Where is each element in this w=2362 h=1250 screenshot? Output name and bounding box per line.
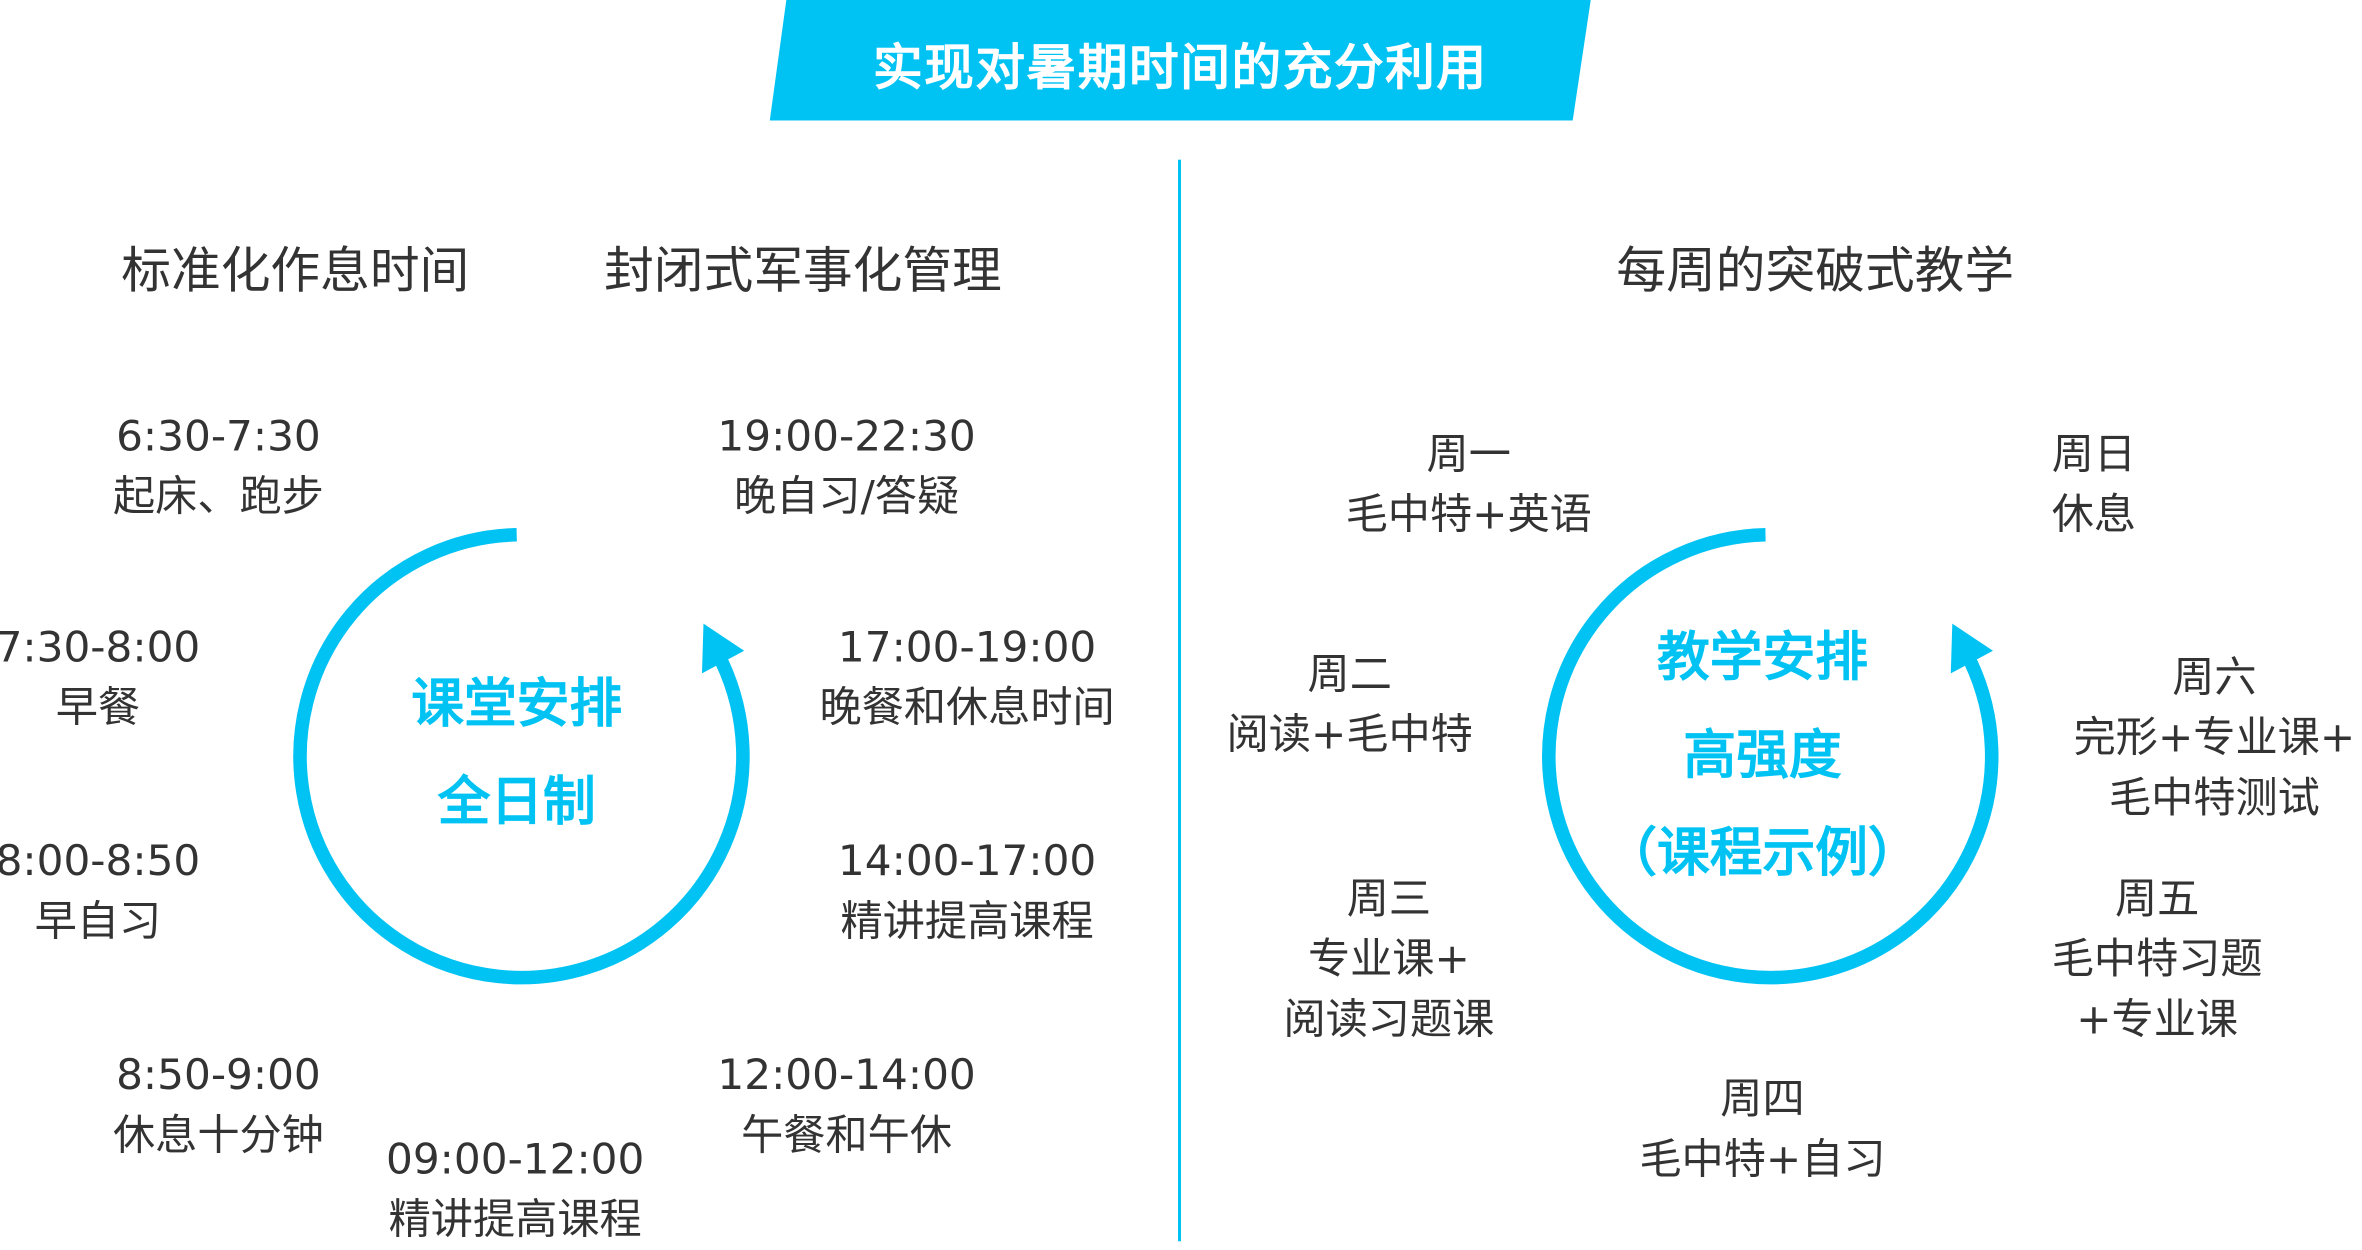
banner-title: 实现对暑期时间的充分利用 [872, 37, 1488, 97]
right-cycle-arrow [1542, 527, 1999, 985]
schedule-activity: 精讲提高课程 [840, 896, 1094, 947]
heading-standard-schedule: 标准化作息时间 [121, 241, 470, 300]
day-label: 周六 [2172, 652, 2257, 702]
day-item-friday: 周五毛中特习题 +专业课 [2052, 869, 2263, 1050]
schedule-item: 14:00-17:00 精讲提高课程 [838, 832, 1096, 953]
banner-shape [769, 0, 1591, 121]
day-label: 周日 [2051, 429, 2137, 480]
schedule-time: 6:30-7:30 [116, 411, 321, 461]
schedule-activity: 精讲提高课程 [388, 1194, 642, 1245]
day-item-monday: 周一毛中特+英语 [1346, 425, 1592, 546]
left-cycle-arrow [293, 527, 750, 985]
schedule-time: 8:00-8:50 [0, 836, 201, 886]
schedule-time: 19:00-22:30 [717, 411, 976, 461]
day-item-sunday: 周日休息 [2052, 425, 2136, 546]
title-banner: 实现对暑期时间的充分利用 [769, 0, 1591, 121]
day-course: 阅读习题课 [1283, 994, 1495, 1044]
schedule-time: 12:00-14:00 [717, 1049, 976, 1100]
schedule-time: 17:00-19:00 [837, 622, 1097, 672]
left-center-label: 课堂安排 全日制 [411, 657, 622, 853]
schedule-activity: 早餐 [55, 682, 141, 733]
schedule-activity: 晚餐和休息时间 [819, 682, 1115, 733]
schedule-time: 09:00-12:00 [386, 1134, 645, 1185]
schedule-item: 7:30-8:00 早餐 [0, 618, 200, 739]
day-course: +专业课 [2076, 994, 2239, 1044]
schedule-item: 19:00-22:30 晚自习/答疑 [717, 407, 975, 528]
center-line: 教学安排 [1657, 628, 1868, 689]
heading-weekly-teaching: 每周的突破式教学 [1616, 241, 2015, 300]
schedule-activity: 晚自习/答疑 [734, 471, 960, 522]
schedule-item: 6:30-7:30 起床、跑步 [113, 407, 324, 528]
day-course: 完形+专业课+ [2073, 712, 2356, 763]
day-course: 毛中特+英语 [1345, 489, 1592, 540]
schedule-time: 14:00-17:00 [837, 836, 1097, 886]
center-line: 高强度 [1683, 726, 1842, 787]
day-course: 阅读+毛中特 [1226, 709, 1473, 760]
schedule-item: 17:00-19:00 晚餐和休息时间 [819, 618, 1114, 739]
day-label: 周四 [1720, 1074, 1805, 1124]
schedule-activity: 休息十分钟 [112, 1110, 324, 1160]
schedule-activity: 午餐和午休 [741, 1110, 953, 1160]
schedule-activity: 起床、跑步 [112, 471, 324, 522]
day-item-wednesday: 周三专业课+ 阅读习题课 [1283, 869, 1494, 1050]
day-label: 周三 [1346, 873, 1432, 924]
schedule-item: 8:50-9:00 休息十分钟 [113, 1045, 324, 1166]
day-course: 毛中特+自习 [1639, 1134, 1886, 1185]
day-label: 周五 [2114, 873, 2200, 924]
day-course: 毛中特测试 [2108, 772, 2320, 823]
center-line: 全日制 [437, 772, 596, 834]
schedule-activity: 早自习 [34, 896, 162, 947]
section-divider [1178, 159, 1182, 1242]
schedule-time: 8:50-9:00 [116, 1049, 321, 1100]
schedule-item: 8:00-8:50 早自习 [0, 832, 200, 953]
heading-closed-management: 封闭式军事化管理 [604, 241, 1002, 300]
day-label: 周二 [1307, 649, 1392, 699]
day-item-tuesday: 周二阅读+毛中特 [1227, 645, 1473, 766]
schedule-item: 12:00-14:00 午餐和午休 [717, 1045, 975, 1166]
day-item-saturday: 周六完形+专业课+ 毛中特测试 [2074, 648, 2356, 829]
day-label: 周一 [1426, 429, 1511, 480]
day-course: 毛中特习题 [2051, 933, 2263, 984]
day-course: 专业课+ [1307, 933, 1470, 984]
schedule-time: 7:30-8:00 [0, 622, 201, 672]
day-course: 休息 [2051, 489, 2137, 540]
day-item-thursday: 周四毛中特+自习 [1639, 1070, 1885, 1191]
schedule-item: 09:00-12:00 精讲提高课程 [386, 1130, 644, 1250]
right-center-label: 教学安排 高强度 （课程示例） [1604, 610, 1920, 904]
center-line: 课堂安排 [411, 674, 623, 736]
center-line: （课程示例） [1604, 824, 1921, 885]
